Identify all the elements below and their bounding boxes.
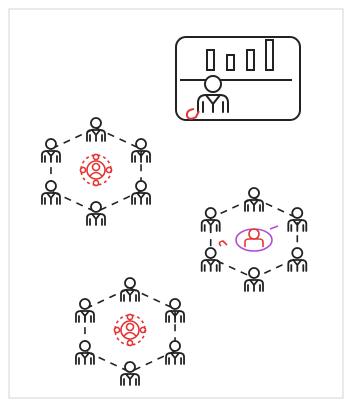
person-icon [288,208,306,231]
person-icon [245,268,263,291]
person-icon [121,362,139,385]
person-icon [87,118,105,141]
board-bar [247,50,254,70]
person-icon [202,248,220,271]
person-icon [42,139,60,162]
center-leader-icon [80,154,111,185]
person-icon [42,181,60,204]
groups-layer [42,118,306,385]
board-bar-chart-icon [207,40,273,70]
presenter-at-board-icon [176,37,300,120]
click-pointer-icon [219,241,227,246]
hexagon-group-icon [42,118,150,225]
board-bar [227,55,234,70]
center-leader-icon [114,314,145,345]
board-bar [207,50,214,70]
hexagon-group-icon [202,188,307,291]
hexagon-group-icon [76,278,184,385]
board-bar [266,40,273,70]
presenter-person-icon [198,76,228,112]
center-leader-icon [236,226,278,251]
person-icon [87,202,105,225]
person-icon [132,181,150,204]
presentation-board [176,37,300,120]
person-icon [132,139,150,162]
person-icon [245,188,263,211]
person-icon [202,208,220,231]
person-icon [76,299,94,322]
person-icon [121,278,139,301]
person-icon [76,341,94,364]
person-icon [166,341,184,364]
person-icon [166,299,184,322]
person-icon [288,248,306,271]
